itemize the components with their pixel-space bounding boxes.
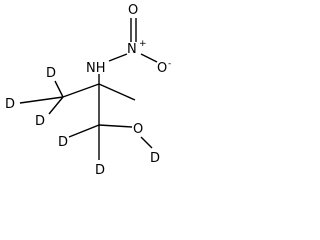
bond-cd3-d-left <box>19 96 64 104</box>
atom-o-top: O <box>128 3 138 18</box>
atom-o-right: O <box>157 61 167 76</box>
bond-o-d <box>140 136 153 149</box>
bond-cd3-d-top <box>54 80 64 98</box>
bond-c-methyl <box>98 83 136 101</box>
atom-n-charge: + <box>139 39 147 49</box>
structure-canvas: NH N + O O - D D D O D D D <box>0 0 180 208</box>
bond-cd2-d-left <box>68 124 100 138</box>
atom-d-methylene-bottom: D <box>95 163 105 178</box>
bond-cd2-o <box>98 124 133 128</box>
atom-d-methyl-bottom: D <box>35 114 45 129</box>
atom-labels: NH N + O O - D D D O D D D <box>5 3 171 178</box>
atom-n: N <box>127 42 137 57</box>
atom-d-methyl-left: D <box>5 97 15 112</box>
atom-d-methyl-top: D <box>46 66 56 81</box>
atom-d-hydroxyl: D <box>150 151 160 166</box>
bonds <box>19 18 158 160</box>
bond-c-cd3 <box>62 83 100 98</box>
atom-nh: NH <box>86 61 106 76</box>
molecule-structure: NH N + O O - D D D O D D D <box>5 3 171 178</box>
bond-n-o-right <box>140 53 158 63</box>
atom-o-charge: - <box>168 59 171 69</box>
atom-d-methylene-left: D <box>58 135 68 150</box>
bond-nh-n <box>108 53 128 62</box>
bond-cd3-d-bottom <box>48 96 64 115</box>
atom-o-hydroxyl: O <box>133 122 143 137</box>
